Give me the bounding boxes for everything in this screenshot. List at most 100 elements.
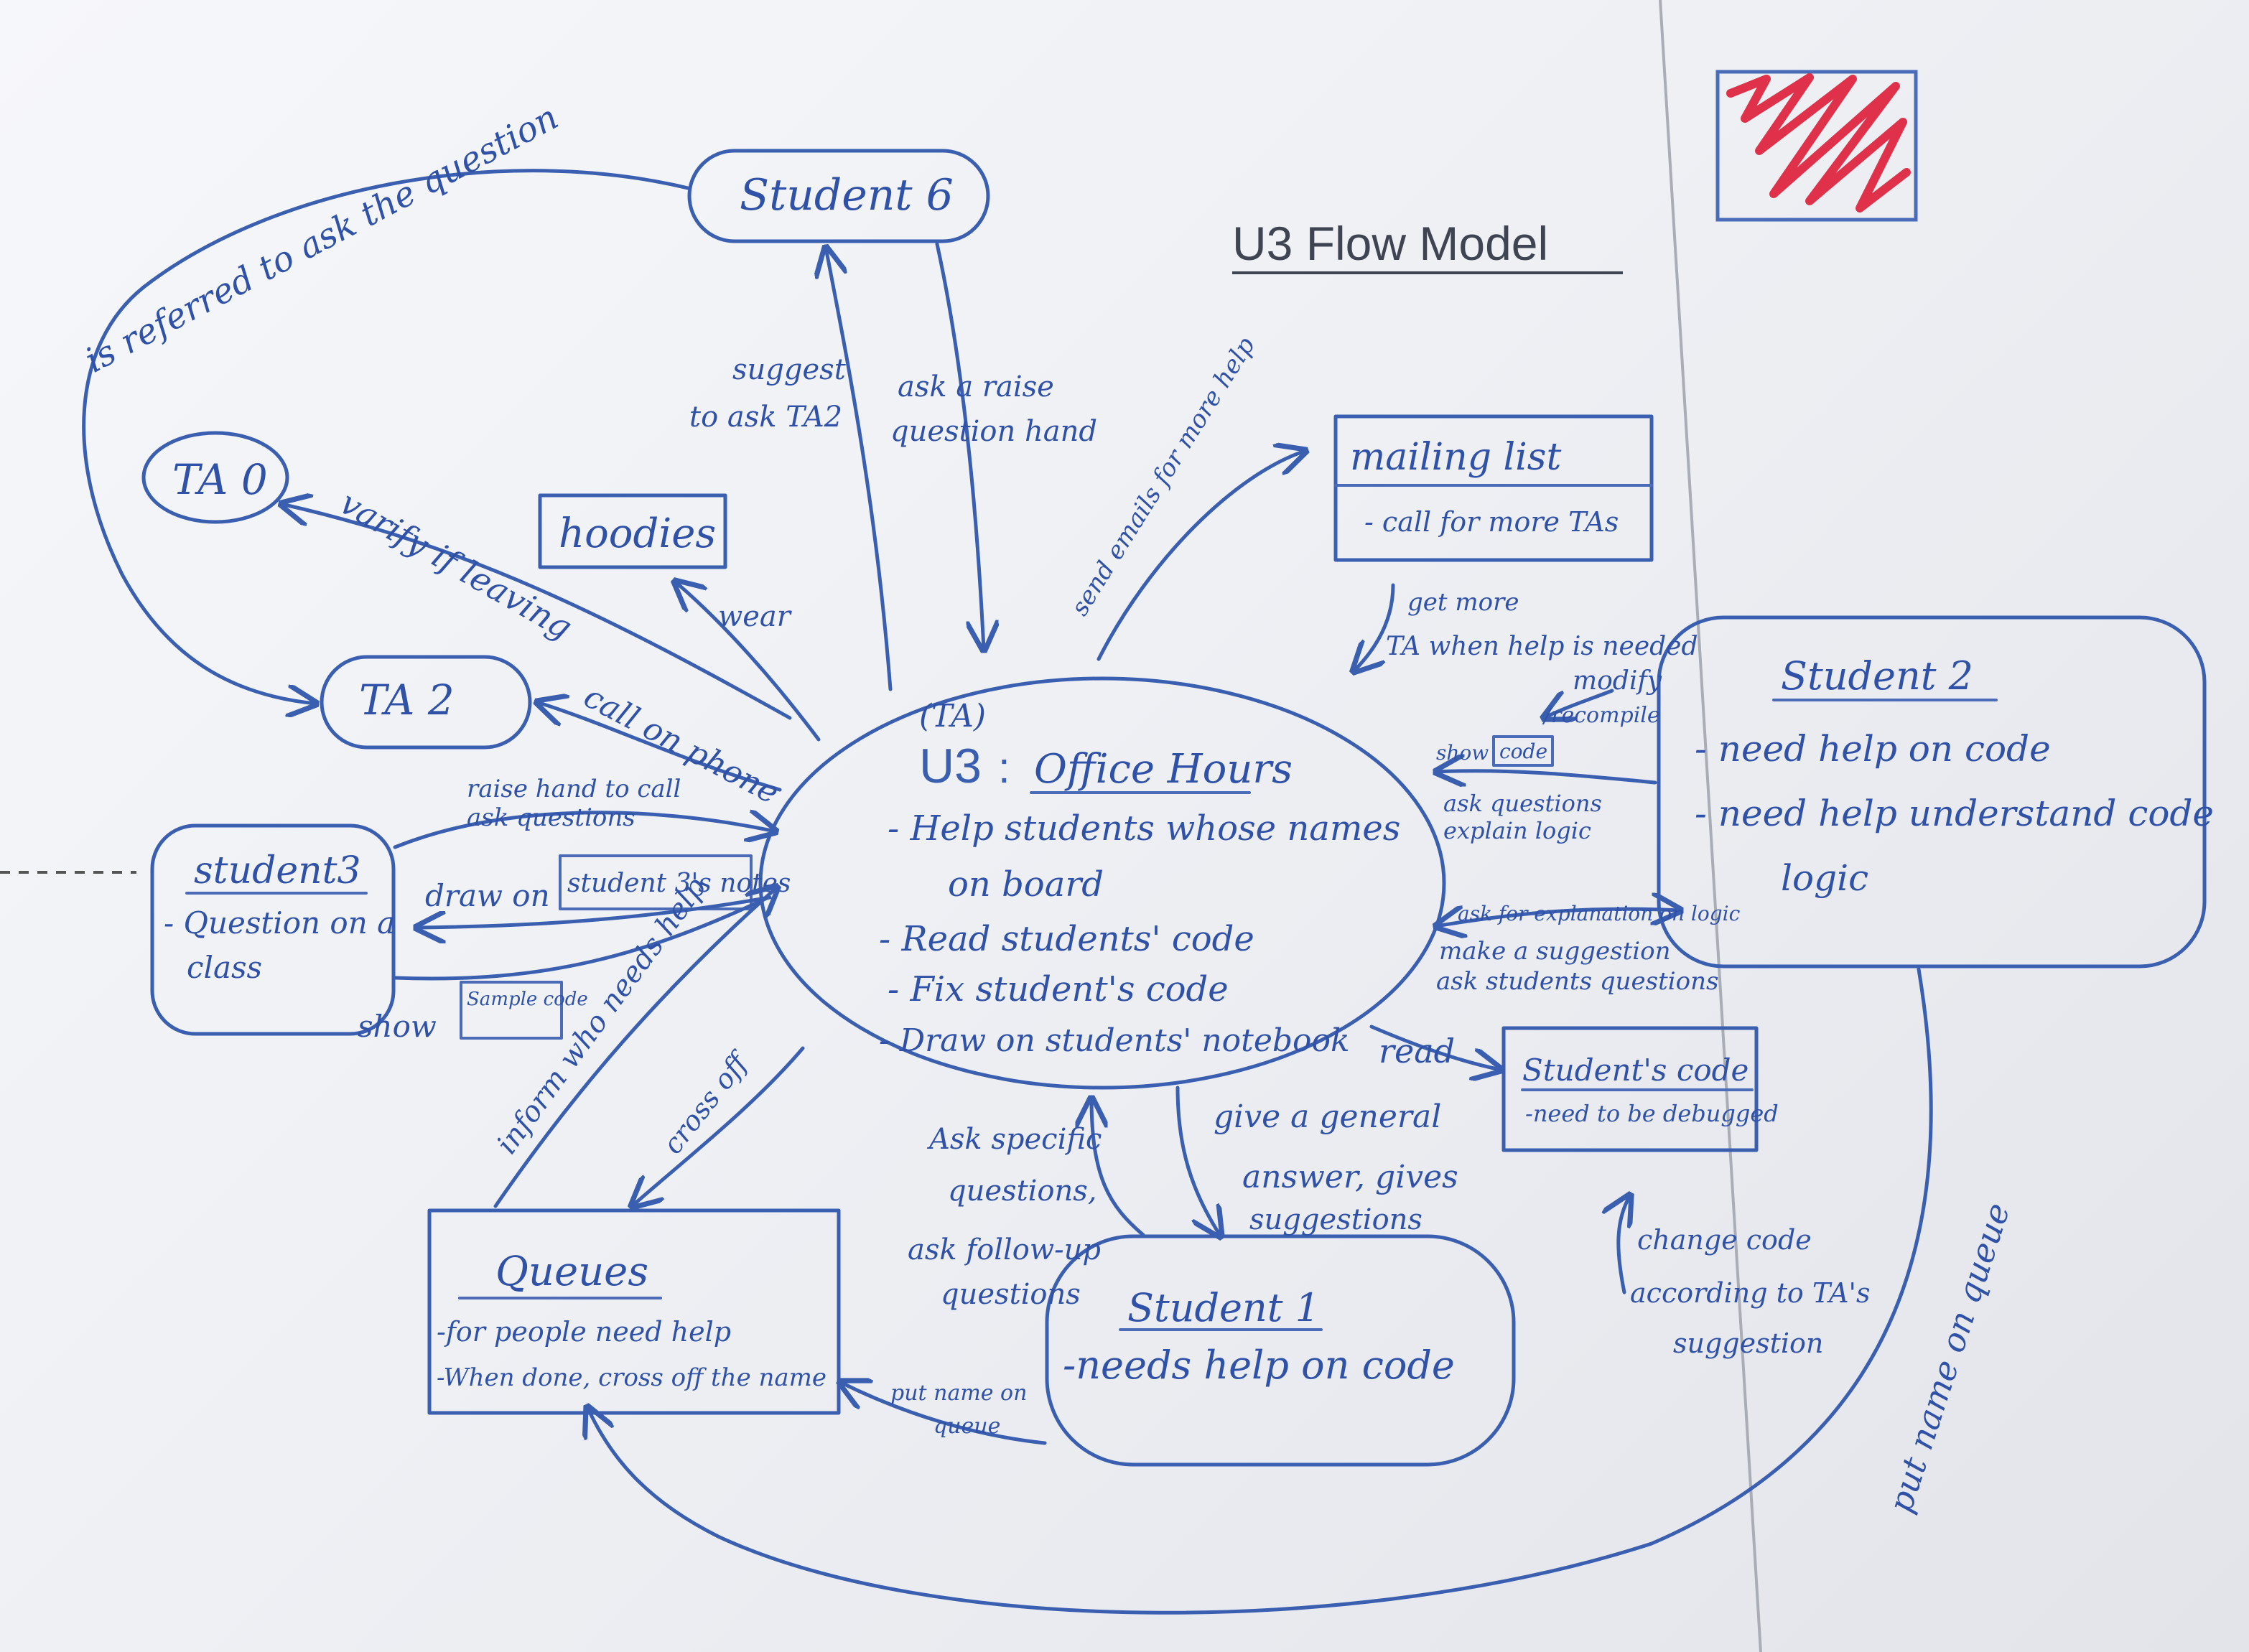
flow-show-sample-label: show xyxy=(358,1009,437,1044)
flow-general-answer-label: suggestions xyxy=(1249,1203,1422,1236)
node-student3-item: - Question on a xyxy=(164,905,395,941)
diagram-title: U3 Flow Model xyxy=(1232,217,1548,270)
flow-ask-specific-arrow xyxy=(1091,1098,1145,1237)
flow-change-code-arrow xyxy=(1619,1195,1630,1294)
flow-wear-label: wear xyxy=(718,600,793,633)
node-sample-code-label: Sample code xyxy=(467,989,588,1010)
flow-ask-specific-label: Ask specific xyxy=(926,1123,1102,1156)
node-u3-item: - Draw on students' notebook xyxy=(879,1022,1350,1059)
flow-change-code-label: suggestion xyxy=(1673,1327,1823,1359)
node-student3-label: student3 xyxy=(194,849,361,892)
node-u3-item: - Help students whose names xyxy=(888,808,1400,849)
node-student2-item: - need help understand code xyxy=(1695,793,2214,834)
flow-wear-arrow xyxy=(675,582,821,742)
flow-read-label: read xyxy=(1379,1032,1455,1070)
red-scribble-square xyxy=(1715,70,1918,222)
node-student6-label: Student 6 xyxy=(740,170,954,220)
flow-send-emails-arrow xyxy=(1096,451,1305,661)
node-u3-item: - Fix student's code xyxy=(888,969,1229,1009)
flow-ask-raise-label: ask a raise xyxy=(898,370,1054,403)
flow-change-code-label: according to TA's xyxy=(1630,1277,1871,1309)
node-u3-id: U3 xyxy=(919,739,982,793)
node-student3-item: class xyxy=(187,950,262,985)
node-u3-item: - Read students' code xyxy=(879,919,1254,959)
flow-is-referred-label: is referred to ask the question xyxy=(78,97,564,381)
flow-raise-hand-label: raise hand to call xyxy=(467,775,681,803)
flow-verify-leaving-arrow xyxy=(281,504,792,720)
node-hoodies-label: hoodies xyxy=(559,510,716,557)
node-students-code: Student's code -need to be debugged xyxy=(1501,1026,1779,1152)
flow-general-answer-arrow xyxy=(1175,1086,1221,1236)
flow-modify-label: /recompile xyxy=(1542,703,1660,728)
flow-put-name-queue-label: put name on xyxy=(890,1381,1027,1406)
node-student6: Student 6 xyxy=(687,149,990,243)
flow-put-name-on-queue-arrow xyxy=(587,967,1933,1615)
flow-send-emails-label: send emails for more help xyxy=(1066,332,1261,621)
flow-suggest-arrow xyxy=(826,248,893,691)
flow-get-more-arrow xyxy=(1354,583,1395,671)
node-show-code-label: code xyxy=(1499,739,1547,763)
node-ta0: TA 0 xyxy=(141,431,289,524)
flow-read-arrow xyxy=(1369,1025,1501,1070)
flow-ask-specific-label: ask follow-up xyxy=(908,1233,1101,1266)
flow-call-on-phone-arrow xyxy=(537,702,782,792)
node-sample-code: Sample code xyxy=(460,981,588,1040)
flow-suggest-label: to ask TA2 xyxy=(689,401,842,434)
node-mailing-list: mailing list - call for more TAs xyxy=(1333,414,1654,562)
node-student1-label: Student 1 xyxy=(1127,1285,1320,1330)
flow-ask-explain-label: explain logic xyxy=(1443,817,1591,844)
flow-modify-label: modify xyxy=(1573,666,1662,696)
flow-suggestion-label: make a suggestion xyxy=(1439,937,1670,966)
flow-general-answer-label: give a general xyxy=(1214,1098,1441,1135)
node-show-code: code xyxy=(1492,735,1554,767)
flow-put-name-queue-label: queue xyxy=(933,1414,1000,1439)
node-student2-item: - need help on code xyxy=(1695,728,2051,770)
flow-get-more-label: get more xyxy=(1407,588,1519,617)
node-ta2-label: TA 2 xyxy=(359,676,455,724)
flow-is-referred-arrow xyxy=(82,169,690,704)
node-u3-role: (TA) xyxy=(919,698,986,734)
node-student3: student3 - Question on a class xyxy=(150,823,396,1036)
flow-general-answer-label: answer, gives xyxy=(1242,1159,1458,1195)
flow-suggestion-label: ask students questions xyxy=(1436,967,1718,996)
flow-put-name-queue-arrow xyxy=(840,1382,1047,1445)
node-queues: Queues -for people need help -When done,… xyxy=(427,1208,841,1415)
node-ta0-label: TA 0 xyxy=(172,455,268,504)
flow-show-label: show xyxy=(1436,741,1489,765)
node-u3-office-hours: (TA) U3 : Office Hours - Help students w… xyxy=(758,676,1446,1090)
node-ta2: TA 2 xyxy=(320,655,532,750)
flow-get-more-label: TA when help is needed xyxy=(1386,632,1698,661)
flow-modify-arrow xyxy=(1544,689,1614,718)
node-student2-item: logic xyxy=(1781,857,1868,899)
node-mailing-list-label: mailing list xyxy=(1350,436,1561,479)
board-seam-right xyxy=(1659,0,1762,1652)
node-u3-name: Office Hours xyxy=(1034,746,1293,793)
node-student2-label: Student 2 xyxy=(1781,653,1973,699)
flow-raise-hand-label: ask questions xyxy=(467,803,635,832)
flow-ask-explain-arrow xyxy=(1436,771,1657,783)
flow-show-sample-arrow xyxy=(393,895,770,981)
flow-ask-explain-label: ask questions xyxy=(1443,790,1602,817)
node-students-code-label: Student's code xyxy=(1522,1053,1749,1088)
flow-put-name-on-queue-label: put name on queue xyxy=(1881,1198,2017,1517)
svg-text::: : xyxy=(998,744,1010,792)
flow-ask-for-explanation-label: ask for explanation on logic xyxy=(1458,902,1741,925)
flow-cross-off-arrow xyxy=(632,1046,805,1206)
node-student1-item: -needs help on code xyxy=(1063,1343,1455,1388)
node-queues-item: -for people need help xyxy=(437,1316,731,1348)
flow-change-code-label: change code xyxy=(1637,1224,1812,1256)
node-queues-label: Queues xyxy=(495,1249,648,1295)
flow-ask-raise-arrow xyxy=(935,242,984,650)
flow-suggest-label: suggest xyxy=(732,353,847,386)
node-queues-item: -When done, cross off the name xyxy=(437,1363,827,1392)
flow-ask-specific-label: questions, xyxy=(948,1175,1097,1208)
flow-verify-leaving-label: varify if leaving xyxy=(334,483,579,647)
node-mailing-list-item: - call for more TAs xyxy=(1364,506,1619,538)
flow-explanation-arrow xyxy=(1436,909,1680,926)
flow-ask-specific-label: questions xyxy=(941,1278,1081,1311)
flow-draw-on-label: draw on xyxy=(425,878,550,913)
node-student1: Student 1 -needs help on code xyxy=(1045,1234,1516,1467)
flow-raise-hand-arrow xyxy=(393,813,776,849)
node-student2: Student 2 - need help on code - need hel… xyxy=(1657,615,2214,969)
